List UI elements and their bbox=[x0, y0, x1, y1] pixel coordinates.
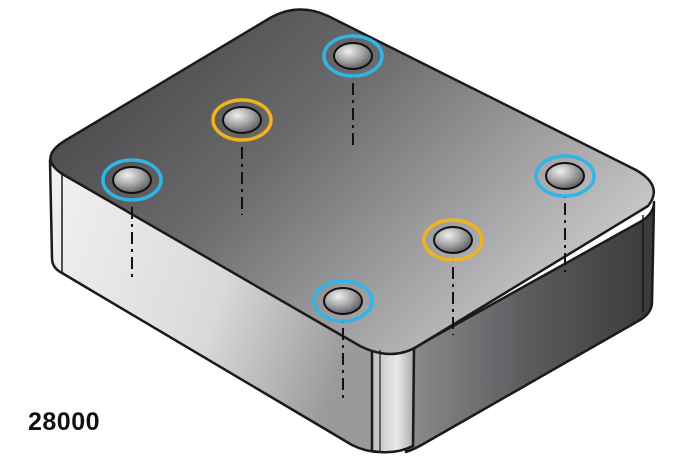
hole-left-front bbox=[101, 158, 163, 202]
hole-bottom-front-ring bbox=[312, 279, 374, 323]
hole-upper-left-bore bbox=[222, 106, 262, 134]
block-top-face bbox=[49, 8, 656, 356]
hole-right-bore bbox=[545, 162, 585, 190]
hole-right bbox=[534, 154, 596, 198]
block-right-face bbox=[404, 200, 656, 454]
hole-centerlines bbox=[131, 58, 566, 400]
part-number-label: 28000 bbox=[28, 408, 101, 436]
hole-center-right-bore bbox=[433, 226, 473, 254]
hole-right-ring bbox=[534, 154, 596, 198]
hole-top-back-ring bbox=[322, 34, 384, 78]
block-corner-edge bbox=[370, 346, 416, 454]
hole-left-front-ring bbox=[101, 158, 163, 202]
hole-top-back bbox=[322, 34, 384, 78]
hole-upper-left bbox=[211, 98, 273, 142]
hole-center-right-ring bbox=[422, 218, 484, 262]
hole-bottom-front bbox=[312, 279, 374, 323]
hole-center-right bbox=[422, 218, 484, 262]
hole-top-back-bore bbox=[333, 42, 373, 70]
hole-bottom-front-bore bbox=[323, 287, 363, 315]
hole-left-front-bore bbox=[112, 166, 152, 194]
hole-upper-left-ring bbox=[211, 98, 273, 142]
